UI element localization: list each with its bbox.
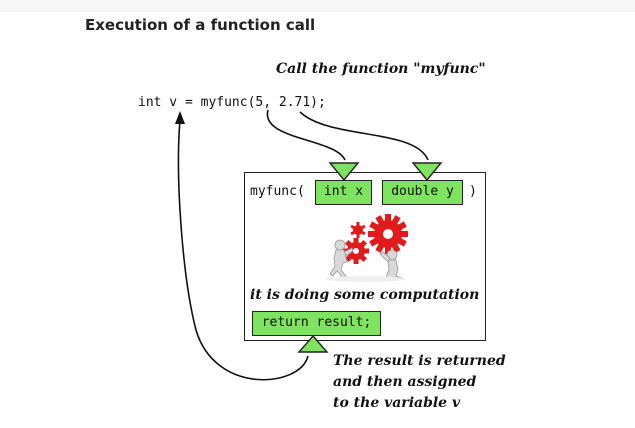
return-arrow-head	[175, 111, 185, 124]
computation-caption: it is doing some computation	[250, 287, 480, 303]
signature-open: myfunc(	[250, 184, 305, 199]
signature-close: )	[469, 184, 477, 199]
result-caption-line-3: to the variable v	[333, 395, 461, 411]
page-title: Execution of a function call	[85, 16, 316, 34]
call-code: int v = myfunc(5, 2.71);	[138, 95, 326, 110]
arrow-down-triangle-y	[411, 162, 443, 182]
gears-illustration	[325, 214, 408, 282]
arg-arrow-x	[266, 109, 346, 161]
result-caption: The result is returned and then assigned…	[333, 351, 506, 414]
top-bar	[0, 0, 635, 12]
arrow-up-triangle-return	[297, 334, 329, 353]
return-statement: return result;	[252, 311, 381, 336]
param-double-y: double y	[382, 180, 463, 205]
arrow-down-triangle-x	[328, 162, 360, 182]
result-caption-line-2: and then assigned	[333, 374, 477, 390]
call-caption: Call the function "myfunc"	[276, 61, 486, 77]
result-caption-line-1: The result is returned	[333, 353, 506, 369]
return-arrow	[177, 119, 309, 381]
param-int-x: int x	[315, 180, 372, 205]
arg-arrow-y	[299, 111, 429, 161]
